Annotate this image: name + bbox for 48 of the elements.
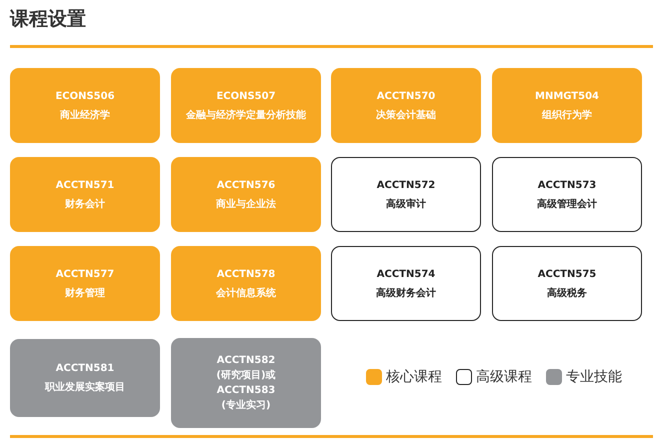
course-box — [171, 68, 321, 143]
course-code: ACCTN572 — [376, 178, 436, 192]
course-code: ACCTN573 — [538, 178, 596, 192]
course-name: 决策会计基础 — [376, 108, 436, 122]
course-code: ACCTN578 — [216, 268, 276, 282]
course-box — [331, 157, 481, 232]
course-code: ACCTN581 — [56, 362, 114, 376]
course-name: (研究项目)或 — [216, 368, 276, 383]
page-title: 课程设置 — [10, 7, 86, 32]
course-name: 组织行为学 — [542, 108, 592, 122]
course-name: 财务管理 — [65, 286, 105, 300]
legend-label: 专业技能 — [566, 368, 622, 386]
course-code: ECONS506 — [55, 90, 115, 104]
course-code: ACCTN570 — [376, 90, 436, 104]
course-code: ECONS507 — [216, 90, 276, 104]
course-box — [10, 157, 160, 232]
course-box — [331, 68, 481, 143]
course-code: MNMGT504 — [535, 90, 599, 104]
course-name: 高级审计 — [386, 197, 426, 212]
course-name: 高级税务 — [547, 286, 587, 300]
course-box — [10, 339, 160, 417]
course-code: ACCTN571 — [56, 178, 114, 192]
course-code: ACCTN577 — [56, 268, 114, 282]
course-name: 财务会计 — [65, 198, 105, 212]
course-name: 高级管理会计 — [537, 197, 597, 212]
course-name: 会计信息系统 — [216, 286, 276, 300]
course-name: 高级财务会计 — [376, 286, 436, 300]
course-name: 商业与企业法 — [216, 197, 276, 212]
legend-label: 高级课程 — [476, 368, 532, 386]
course-code: ACCTN582 — [216, 354, 276, 368]
course-box — [171, 246, 321, 321]
course-code: ACCTN576 — [216, 178, 276, 192]
course-code: ACCTN575 — [538, 268, 596, 282]
course-name: 职业发展实案项目 — [45, 380, 125, 395]
course-name: 金融与经济学定量分析技能 — [186, 108, 306, 122]
legend-label: 核心课程 — [386, 368, 442, 386]
course-box — [171, 157, 321, 232]
course-box — [171, 338, 321, 428]
course-box — [331, 246, 481, 321]
course-box — [492, 157, 642, 232]
course-box — [492, 246, 642, 321]
course-box — [492, 68, 642, 143]
course-box — [10, 68, 160, 143]
course-code: ACCTN583 — [216, 384, 276, 398]
course-box — [10, 246, 160, 321]
course-name: (专业实习) — [221, 398, 271, 413]
course-code: ACCTN574 — [376, 268, 436, 282]
course-name: 商业经济学 — [60, 108, 110, 122]
